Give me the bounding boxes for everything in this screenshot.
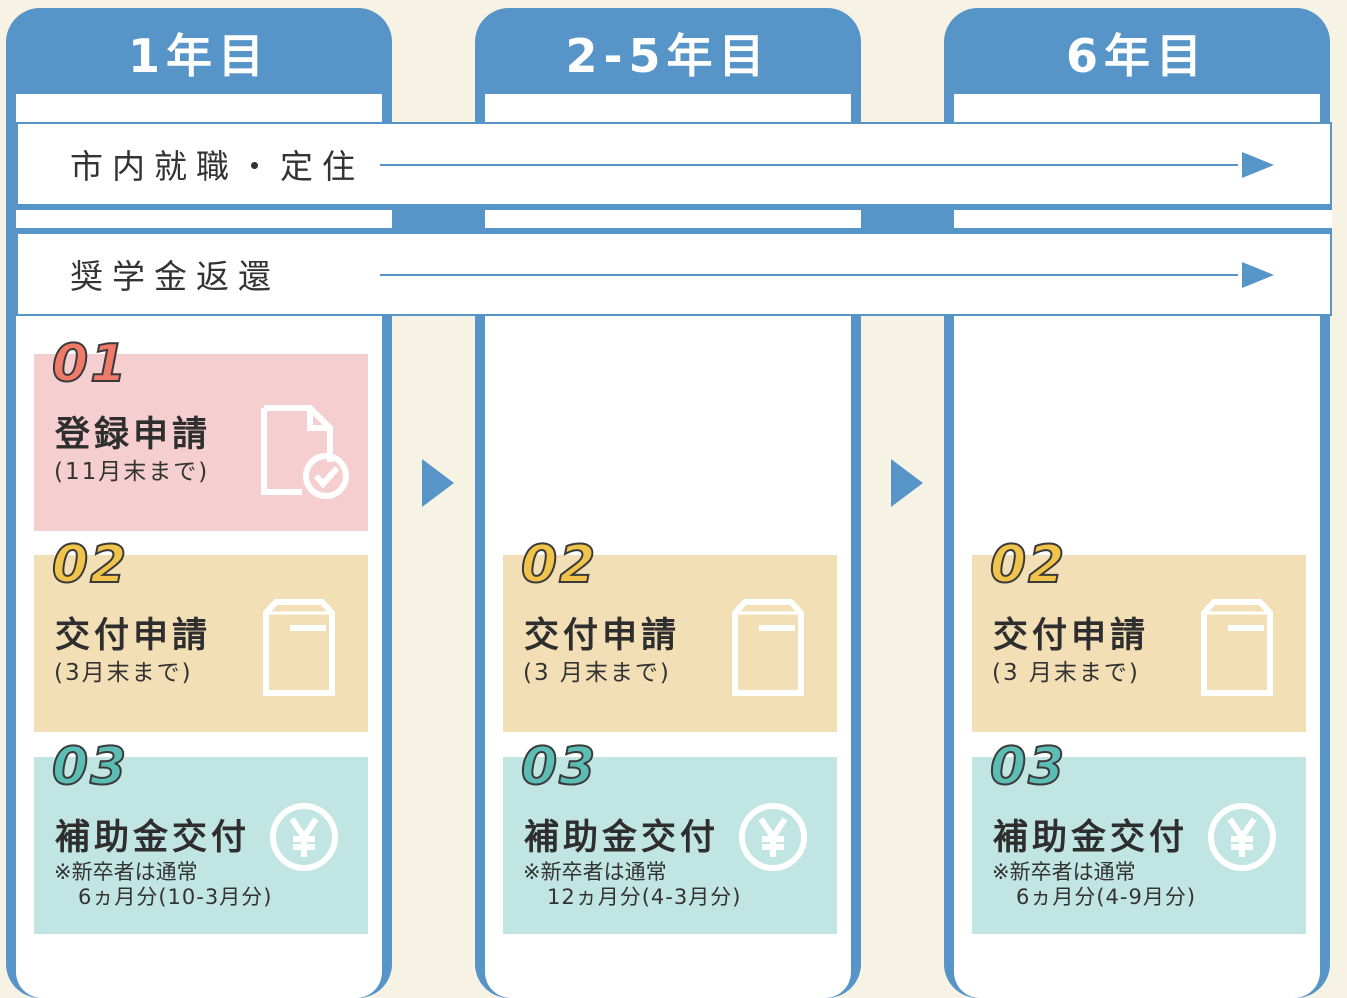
play-arrow-icon bbox=[422, 459, 454, 507]
timeline-line bbox=[380, 164, 1238, 166]
column-title: 6年目 bbox=[1065, 29, 1208, 83]
yen-icon bbox=[739, 803, 807, 871]
step-card-subsidy: 03 補助金交付 ※新卒者は通常 6ヵ月分(4-9月分) bbox=[972, 736, 1306, 934]
row-label: 市内就職・定住 bbox=[70, 147, 364, 186]
step-note-period: 12ヵ月分(4-3月分) bbox=[547, 885, 742, 909]
arrow-right-icon bbox=[1242, 152, 1274, 178]
step-title: 交付申請 bbox=[524, 616, 681, 656]
step-number: 03 bbox=[520, 736, 598, 798]
play-arrow-icon bbox=[891, 459, 923, 507]
step-card-subsidy: 03 補助金交付 ※新卒者は通常 6ヵ月分(10-3月分) bbox=[34, 736, 368, 934]
step-card-application: 02 交付申請 (3 月末まで) bbox=[503, 534, 837, 732]
step-note-period: 6ヵ月分(10-3月分) bbox=[78, 885, 273, 909]
step-deadline: (3 月末まで) bbox=[523, 660, 671, 686]
step-number: 02 bbox=[989, 534, 1067, 596]
step-title: 交付申請 bbox=[993, 616, 1150, 656]
step-number: 01 bbox=[51, 333, 129, 395]
yen-icon bbox=[270, 803, 338, 871]
step-title: 登録申請 bbox=[55, 415, 212, 455]
step-title: 補助金交付 bbox=[55, 818, 251, 858]
step-title: 交付申請 bbox=[55, 616, 212, 656]
step-note-period: 6ヵ月分(4-9月分) bbox=[1016, 885, 1197, 909]
step-card-application: 02 交付申請 (3月末まで) bbox=[34, 534, 368, 732]
timeline-row-repayment: 奨学金返還 bbox=[16, 232, 1332, 316]
step-deadline: (3月末まで) bbox=[54, 660, 193, 686]
step-note: ※新卒者は通常 bbox=[992, 860, 1136, 884]
yen-icon bbox=[1208, 803, 1276, 871]
step-title: 補助金交付 bbox=[993, 818, 1189, 858]
envelope-icon bbox=[263, 599, 335, 696]
step-card-registration: 01 登録申請 (11月末まで) bbox=[34, 333, 368, 531]
step-title: 補助金交付 bbox=[524, 818, 720, 858]
column-title: 2-5年目 bbox=[565, 29, 771, 83]
step-number: 02 bbox=[520, 534, 598, 596]
arrow-right-icon bbox=[1242, 262, 1274, 288]
step-note: ※新卒者は通常 bbox=[523, 860, 667, 884]
envelope-icon bbox=[1201, 599, 1273, 696]
step-number: 03 bbox=[51, 736, 129, 798]
step-card-subsidy: 03 補助金交付 ※新卒者は通常 12ヵ月分(4-3月分) bbox=[503, 736, 837, 934]
step-number: 02 bbox=[51, 534, 129, 596]
step-note: ※新卒者は通常 bbox=[54, 860, 198, 884]
row-separator bbox=[16, 206, 1332, 232]
document-check-icon bbox=[261, 405, 349, 499]
step-number: 03 bbox=[989, 736, 1067, 798]
column-title: 1年目 bbox=[127, 29, 270, 83]
timeline-row-employment: 市内就職・定住 bbox=[16, 122, 1332, 206]
step-card-application: 02 交付申請 (3 月末まで) bbox=[972, 534, 1306, 732]
step-deadline: (11月末まで) bbox=[54, 459, 210, 485]
step-deadline: (3 月末まで) bbox=[992, 660, 1140, 686]
timeline-line bbox=[380, 274, 1238, 276]
row-label: 奨学金返還 bbox=[70, 257, 280, 296]
envelope-icon bbox=[732, 599, 804, 696]
